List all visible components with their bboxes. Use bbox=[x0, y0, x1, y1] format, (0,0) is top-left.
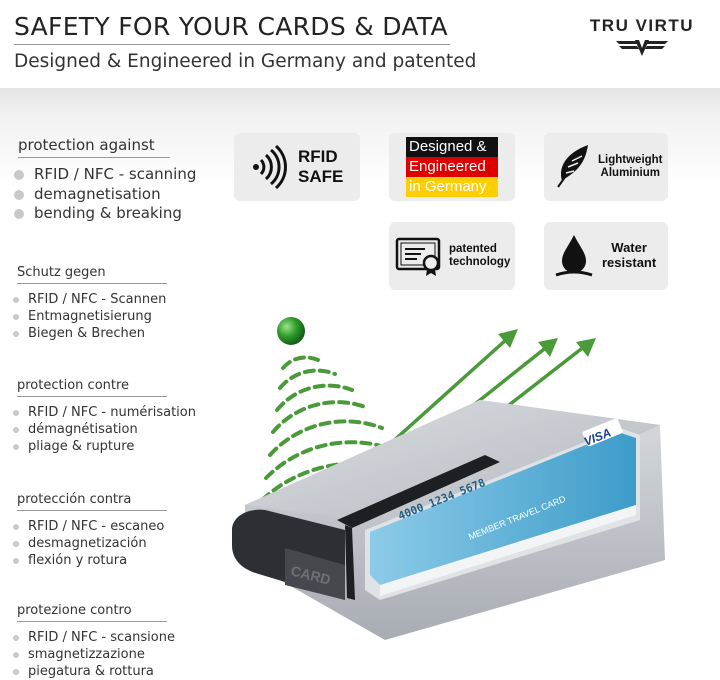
lang-divider bbox=[17, 510, 167, 511]
bullet-icon bbox=[13, 635, 19, 641]
lang-title: protection contre bbox=[17, 378, 130, 393]
list-item: Biegen & Brechen bbox=[0, 326, 167, 343]
protection-list: RFID / NFC - scansione smagnetizzazione … bbox=[0, 630, 175, 680]
lang-block-en: protection against RFID / NFC - scanning… bbox=[0, 136, 196, 224]
list-item: RFID / NFC - numérisation bbox=[0, 405, 196, 422]
header: SAFETY FOR YOUR CARDS & DATA Designed & … bbox=[0, 0, 720, 88]
list-item: RFID / NFC - scanning bbox=[0, 165, 196, 185]
bullet-icon bbox=[13, 541, 19, 547]
title-divider bbox=[14, 44, 450, 45]
bullet-icon bbox=[13, 331, 19, 337]
bullet-icon bbox=[14, 170, 24, 180]
page-subtitle: Designed & Engineered in Germany and pat… bbox=[14, 51, 477, 72]
list-item: flexión y rotura bbox=[0, 553, 167, 570]
lang-block-it: protezione contro RFID / NFC - scansione… bbox=[0, 603, 175, 680]
water-label: Water resistant bbox=[602, 240, 657, 270]
lang-divider bbox=[17, 396, 167, 397]
patented-badge: patented technology bbox=[389, 222, 515, 290]
list-item: RFID / NFC - Scannen bbox=[0, 292, 167, 309]
list-item: RFID / NFC - scansione bbox=[0, 630, 175, 647]
feather-icon bbox=[557, 145, 588, 188]
lang-block-fr: protection contre RFID / NFC - numérisat… bbox=[0, 378, 196, 456]
water-resistant-badge: Water resistant bbox=[544, 222, 668, 290]
rfid-label: RFID SAFE bbox=[298, 146, 344, 186]
lang-divider bbox=[17, 283, 167, 284]
list-item: bending & breaking bbox=[0, 204, 196, 224]
german-flag-label: Designed & Engineered in Germany bbox=[406, 137, 498, 197]
protection-list: RFID / NFC - escaneo desmagnetización fl… bbox=[0, 519, 167, 570]
lang-divider bbox=[17, 621, 167, 622]
certificate-icon bbox=[395, 237, 441, 276]
lang-title: protezione contro bbox=[17, 603, 132, 618]
page-title: SAFETY FOR YOUR CARDS & DATA bbox=[14, 12, 448, 41]
lightweight-label: Lightweight Aluminium bbox=[598, 153, 663, 179]
list-item: Entmagnetisierung bbox=[0, 309, 167, 326]
protection-list: RFID / NFC - numérisation démagnétisatio… bbox=[0, 405, 196, 456]
protection-list: RFID / NFC - scanning demagnetisation be… bbox=[0, 165, 196, 224]
lang-divider bbox=[18, 157, 170, 158]
list-item: démagnétisation bbox=[0, 422, 196, 439]
list-item: RFID / NFC - escaneo bbox=[0, 519, 167, 536]
lang-title: protección contra bbox=[17, 492, 132, 507]
list-item: desmagnetización bbox=[0, 536, 167, 553]
bullet-icon bbox=[13, 410, 19, 416]
patented-label: patented technology bbox=[449, 242, 511, 268]
list-item: smagnetizzazione bbox=[0, 647, 175, 664]
brand-logo: TRU VIRTU bbox=[575, 16, 709, 58]
bullet-icon bbox=[13, 314, 19, 320]
water-drop-icon bbox=[555, 235, 593, 277]
lightweight-badge: Lightweight Aluminium bbox=[544, 133, 668, 201]
bullet-icon bbox=[13, 558, 19, 564]
bullet-icon bbox=[13, 444, 19, 450]
rfid-signal-icon bbox=[253, 144, 287, 190]
germany-badge: Designed & Engineered in Germany bbox=[389, 133, 515, 201]
lang-block-es: protección contra RFID / NFC - escaneo d… bbox=[0, 492, 167, 570]
bullet-icon bbox=[14, 189, 24, 200]
bullet-icon bbox=[14, 209, 24, 219]
lang-title: Schutz gegen bbox=[17, 265, 106, 280]
list-item: demagnetisation bbox=[0, 185, 196, 205]
bullet-icon bbox=[13, 669, 19, 675]
brand-name: TRU VIRTU bbox=[589, 16, 695, 35]
list-item: pliage & rupture bbox=[0, 439, 196, 456]
bullet-icon bbox=[13, 652, 19, 658]
protection-list: RFID / NFC - Scannen Entmagnetisierung B… bbox=[0, 292, 167, 343]
wings-icon bbox=[616, 40, 668, 56]
lang-title: protection against bbox=[18, 136, 155, 154]
lang-block-de: Schutz gegen RFID / NFC - Scannen Entmag… bbox=[0, 265, 167, 343]
bullet-icon bbox=[13, 297, 19, 303]
rfid-safe-badge: RFID SAFE bbox=[234, 133, 360, 201]
bullet-icon bbox=[13, 427, 19, 433]
list-item: piegatura & rottura bbox=[0, 664, 175, 680]
bullet-icon bbox=[13, 524, 19, 530]
